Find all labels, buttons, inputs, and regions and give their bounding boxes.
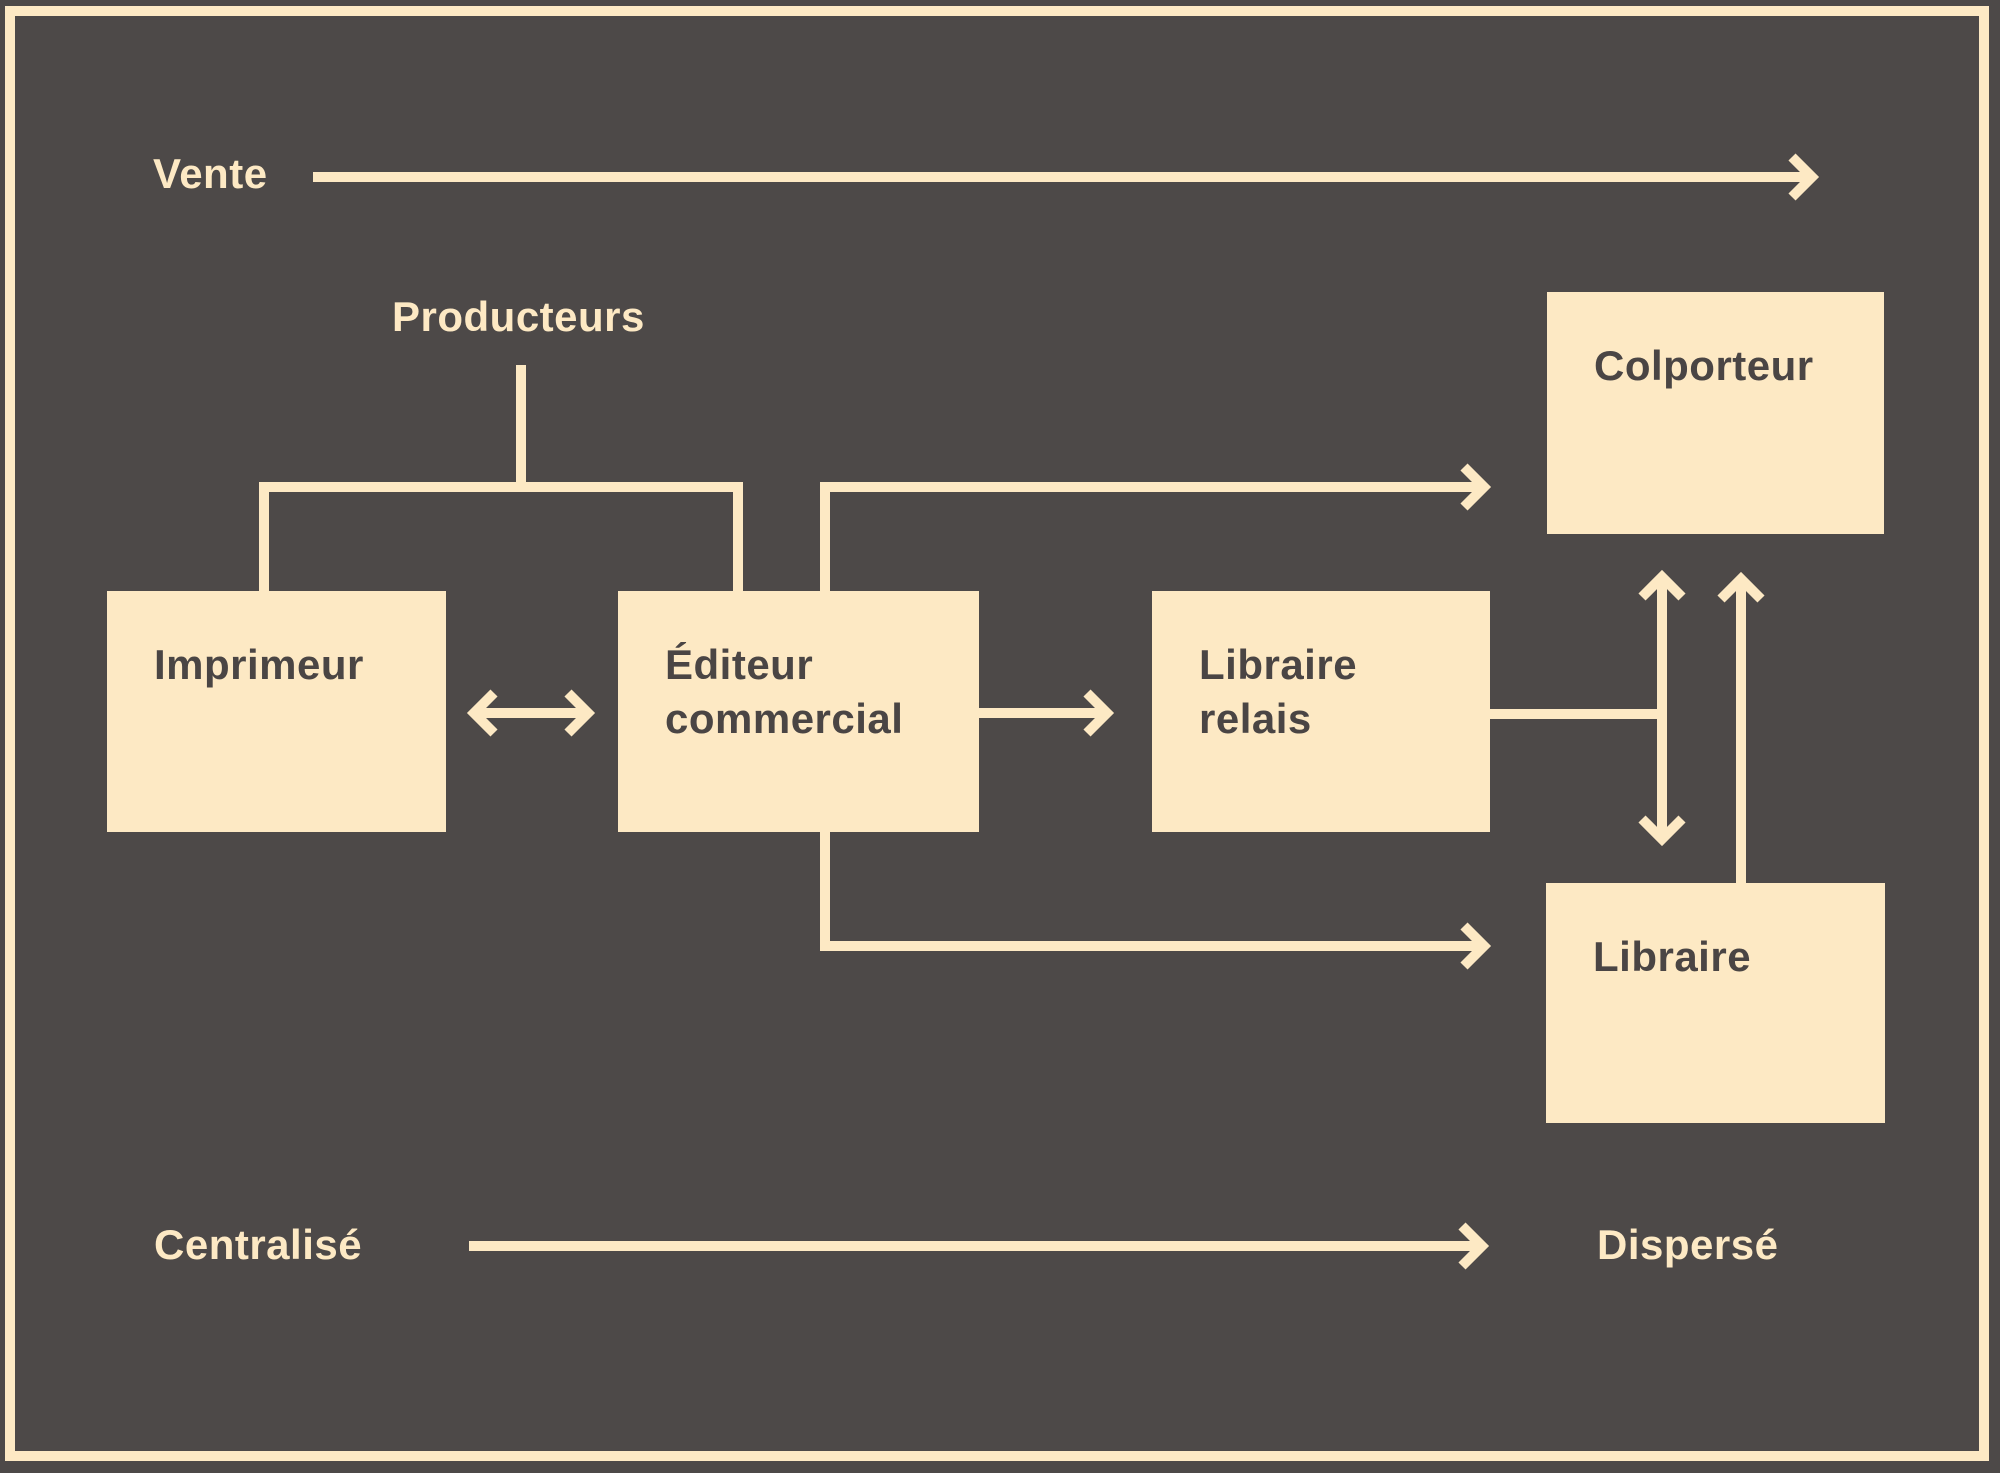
edge-libraire-relais-split (1490, 569, 1686, 847)
edge-editeur-libraire (820, 832, 1492, 970)
node-libraire-relais: Libraire relais (1152, 591, 1490, 832)
edge-editeur-libraire-relais (979, 689, 1115, 737)
centralise-label: Centralisé (154, 1221, 363, 1268)
node-editeur-commercial-label: Éditeur commercial (665, 641, 904, 742)
vente-label: Vente (153, 150, 268, 197)
node-imprimeur-label: Imprimeur (154, 641, 364, 688)
node-colporteur: Colporteur (1547, 292, 1884, 534)
node-editeur-commercial: Éditeur commercial (618, 591, 979, 832)
edge-editeur-colporteur (820, 463, 1492, 591)
node-libraire-label: Libraire (1593, 933, 1752, 980)
producteurs-label: Producteurs (392, 293, 645, 340)
node-colporteur-label: Colporteur (1594, 342, 1814, 389)
edge-imprimeur-editeur (466, 689, 596, 737)
vente-axis-arrow (313, 153, 1820, 201)
producteurs-bracket (259, 365, 743, 591)
outer-frame (5, 6, 1989, 1461)
node-libraire-relais-label: Libraire relais (1199, 641, 1358, 742)
disperse-label: Dispersé (1597, 1221, 1779, 1268)
node-imprimeur: Imprimeur (107, 591, 446, 832)
node-libraire: Libraire (1546, 883, 1885, 1123)
edge-libraire-colporteur (1717, 571, 1765, 883)
centralisation-axis-arrow (469, 1222, 1490, 1270)
